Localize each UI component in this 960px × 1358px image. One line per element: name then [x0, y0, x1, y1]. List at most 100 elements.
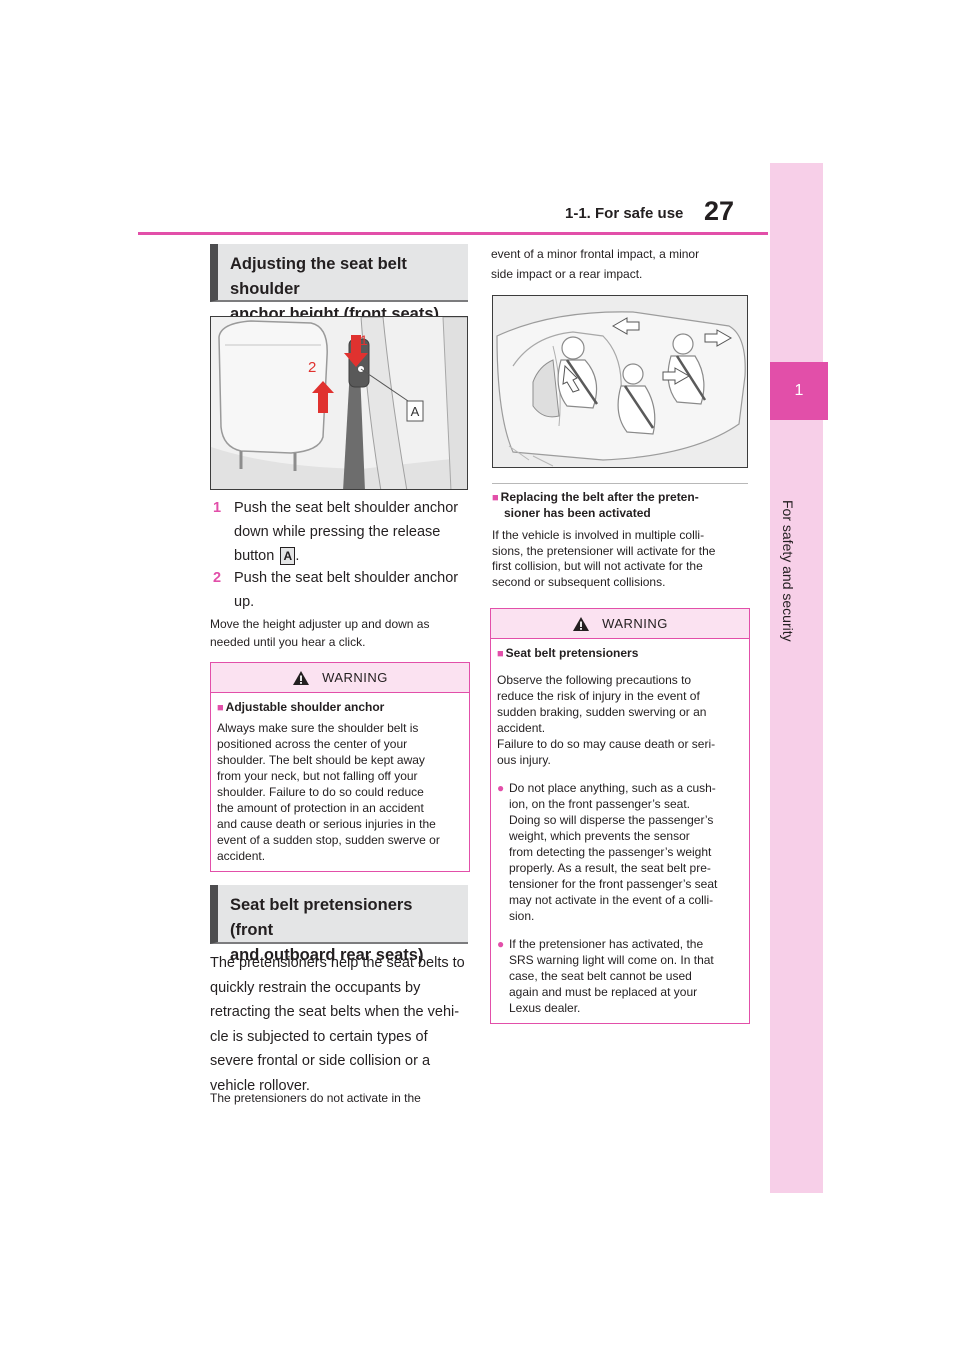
- step-line-last: button A.: [213, 544, 473, 568]
- step-2: 2 Push the seat belt shoulder anchor up.: [213, 566, 473, 614]
- body-line: first collision, but will not activate f…: [492, 559, 703, 573]
- callout-a-box: A: [280, 547, 296, 566]
- bullet-line: If the pretensioner has activated, the: [509, 937, 704, 951]
- svg-text:A: A: [411, 404, 420, 419]
- step-number: 1: [213, 500, 222, 516]
- warning-box-shoulder-anchor: WARNING ■Adjustable shoulder anchor Alwa…: [210, 662, 470, 872]
- warning-line: shoulder. The belt should be kept away: [217, 753, 425, 767]
- body-line: sions, the pretensioner will activate fo…: [492, 543, 716, 558]
- chapter-label: For safety and security: [780, 500, 796, 642]
- body-line: If the vehicle is involved in multiple c…: [492, 528, 705, 542]
- warning-line: Failure to do so may cause death or seri…: [497, 737, 716, 751]
- section-title-pretensioners: Seat belt pretensioners (front and outbo…: [210, 885, 468, 964]
- vehicle-interior-drawing: [493, 296, 747, 467]
- warning-box-pretensioners: WARNING ■Seat belt pretensioners Observe…: [490, 608, 750, 1024]
- bullet-line: again and must be replaced at your: [509, 985, 698, 999]
- body-line: cle is subjected to certain types of: [210, 1028, 428, 1045]
- bullet-line: weight, which prevents the sensor: [509, 829, 690, 843]
- warning-line: positioned across the center of your: [217, 737, 408, 751]
- shoulder-anchor-illustration: A 1 2: [210, 316, 468, 490]
- warning-body: ■Seat belt pretensioners Observe the fol…: [491, 639, 749, 1034]
- column-divider: [492, 483, 748, 484]
- step-number: 2: [213, 570, 222, 586]
- warning-subtitle: ■Seat belt pretensioners: [497, 646, 639, 660]
- page-number: 27: [704, 196, 735, 226]
- warning-line: Observe the following precautions to: [497, 673, 692, 687]
- step-line: down while pressing the release: [234, 524, 441, 540]
- warning-line: and cause death or serious injuries in t…: [217, 817, 436, 831]
- bullet-text: Do not place anything, such as a cush- i…: [509, 780, 743, 924]
- step-line-prefix: button: [234, 548, 275, 564]
- warning-triangle-icon: [573, 616, 590, 631]
- pretensioner-vehicle-illustration: [492, 295, 748, 468]
- bullet-line: ion, on the front passenger’s seat.: [509, 797, 691, 811]
- note-line: side impact or a rear impact.: [491, 267, 643, 281]
- bullet-line: from detecting the passenger’s weight: [509, 845, 712, 859]
- continued-note: event of a minor frontal impact, a minor…: [491, 244, 756, 284]
- warning-line: shoulder. Failure to do so could reduce: [217, 785, 424, 799]
- warning-line: reduce the risk of injury in the event o…: [497, 689, 700, 703]
- bullet-text: If the pretensioner has activated, the S…: [509, 936, 743, 1016]
- warning-bullet: ● Do not place anything, such as a cush-…: [497, 780, 743, 924]
- svg-text:2: 2: [308, 359, 316, 376]
- header-rule: [138, 232, 768, 235]
- replacing-belt-heading: ■Replacing the belt after the preten- si…: [492, 490, 754, 521]
- warning-bullet: ● If the pretensioner has activated, the…: [497, 936, 743, 1016]
- heading-line: sioner has been activated: [504, 506, 651, 520]
- body-line: second or subsequent collisions.: [492, 574, 666, 589]
- warning-title: WARNING: [602, 616, 668, 631]
- body-line: severe frontal or side collision or a: [210, 1053, 431, 1069]
- side-tab-strip: [770, 163, 823, 1193]
- section-title-line: Adjusting the seat belt shoulder: [230, 255, 407, 298]
- section-title-line: Seat belt pretensioners (front: [230, 896, 413, 939]
- warning-subtitle: ■Adjustable shoulder anchor: [217, 700, 385, 714]
- round-bullet-icon: ●: [497, 937, 505, 951]
- bullet-line: properly. As a result, the seat belt pre…: [509, 861, 711, 875]
- body-line: retracting the seat belts when the vehi-: [210, 1004, 460, 1020]
- warning-header: WARNING: [211, 663, 469, 693]
- warning-body: ■Adjustable shoulder anchor Always make …: [211, 693, 469, 870]
- bullet-line: sion.: [509, 909, 535, 923]
- step-line-suffix: .: [295, 548, 300, 564]
- height-adjuster-note: Move the height adjuster up and down as …: [210, 616, 470, 651]
- square-bullet-icon: ■: [497, 648, 504, 660]
- svg-text:1: 1: [360, 332, 368, 348]
- warning-intro: Observe the following precautions to red…: [497, 672, 743, 768]
- warning-line: event of a sudden stop, sudden swerve or: [217, 833, 440, 847]
- step-1: 1 Push the seat belt shoulder anchor dow…: [213, 496, 473, 568]
- pretensioners-note: The pretensioners do not activate in the: [210, 1091, 421, 1105]
- bullet-line: Doing so will disperse the passenger’s: [509, 813, 714, 827]
- warning-header: WARNING: [491, 609, 749, 639]
- warning-line: the amount of protection in an accident: [217, 801, 424, 815]
- square-bullet-icon: ■: [492, 492, 499, 504]
- square-bullet-icon: ■: [217, 702, 224, 714]
- bullet-line: case, the seat belt cannot be used: [509, 969, 692, 983]
- replacing-belt-body: If the vehicle is involved in multiple c…: [492, 528, 754, 590]
- bullet-line: may not activate in the event of a colli…: [509, 893, 714, 907]
- chapter-number-tab: 1: [770, 362, 828, 420]
- step-line: Push the seat belt shoulder anchor: [234, 570, 459, 586]
- warning-title: WARNING: [322, 670, 388, 685]
- step-line: up.: [234, 594, 255, 610]
- section-title-line: and outboard rear seats): [230, 946, 424, 964]
- bullet-line: Do not place anything, such as a cush-: [509, 781, 716, 795]
- warning-line: accident.: [217, 849, 266, 863]
- note-line: Move the height adjuster up and down as: [210, 617, 430, 631]
- step-line: Push the seat belt shoulder anchor: [234, 500, 459, 516]
- round-bullet-icon: ●: [497, 781, 505, 795]
- shoulder-anchor-drawing: A 1 2: [211, 317, 467, 489]
- warning-line: from your neck, but not falling off your: [217, 769, 418, 783]
- section-title-shoulder-anchor: Adjusting the seat belt shoulder anchor …: [210, 244, 468, 323]
- bullet-line: tensioner for the front passenger’s seat: [509, 877, 718, 891]
- heading-line: ■Replacing the belt after the preten-: [492, 490, 699, 504]
- warning-line: Always make sure the shoulder belt is: [217, 721, 419, 735]
- body-line: The pretensioners help the seat belts to: [210, 955, 465, 971]
- note-line: event of a minor frontal impact, a minor: [491, 247, 700, 261]
- warning-line: accident.: [497, 721, 546, 735]
- warning-line: ous injury.: [497, 753, 551, 767]
- bullet-line: SRS warning light will come on. In that: [509, 953, 714, 967]
- bullet-line: Lexus dealer.: [509, 1001, 581, 1015]
- note-line: needed until you hear a click.: [210, 634, 366, 649]
- pretensioners-description: The pretensioners help the seat belts to…: [210, 951, 475, 1098]
- warning-line: sudden braking, sudden swerving or an: [497, 705, 707, 719]
